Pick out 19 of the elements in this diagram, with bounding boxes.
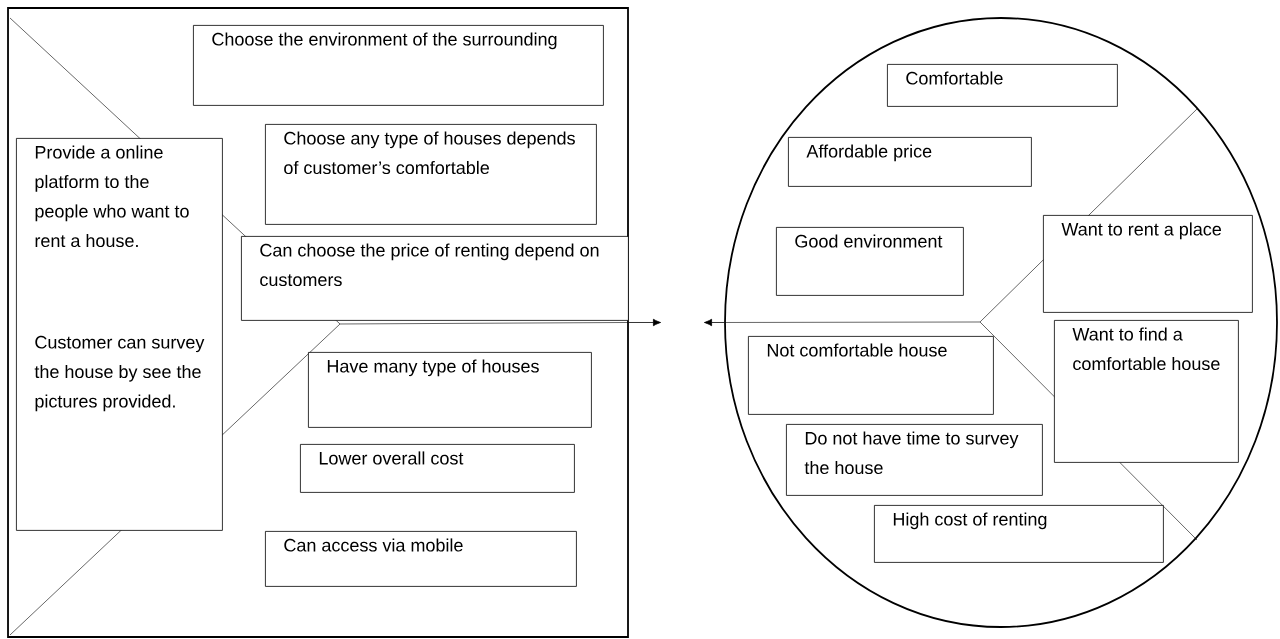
text-box: Good environment (776, 227, 964, 296)
text-box: High cost of renting (874, 505, 1164, 563)
arrow (704, 318, 725, 327)
text-box: Choose the environment of the surrounding (193, 25, 604, 106)
text-box: Can choose the price of renting depend on customers (241, 236, 629, 321)
text-box: Not comfortable house (748, 336, 994, 415)
text-box: Provide a online platform to the people who want to rent a house. Customer can survey the house by see the pictures provided. (16, 138, 223, 531)
text-box: Can access via mobile (265, 531, 577, 587)
text-box: Lower overall cost (300, 444, 575, 493)
text-box: Affordable price (788, 137, 1032, 187)
text-box: Do not have time to survey the house (786, 424, 1043, 496)
text-box: Choose any type of houses depends of customer’s comfortable (265, 124, 597, 225)
ellipse-outline (724, 17, 1278, 628)
text-box: Have many type of houses (308, 352, 592, 428)
arrow (628, 318, 661, 327)
text-box: Comfortable (887, 64, 1118, 107)
frame-box (7, 7, 629, 638)
text-box: Want to find a comfortable house (1054, 320, 1239, 463)
text-box: Want to rent a place (1043, 215, 1253, 313)
